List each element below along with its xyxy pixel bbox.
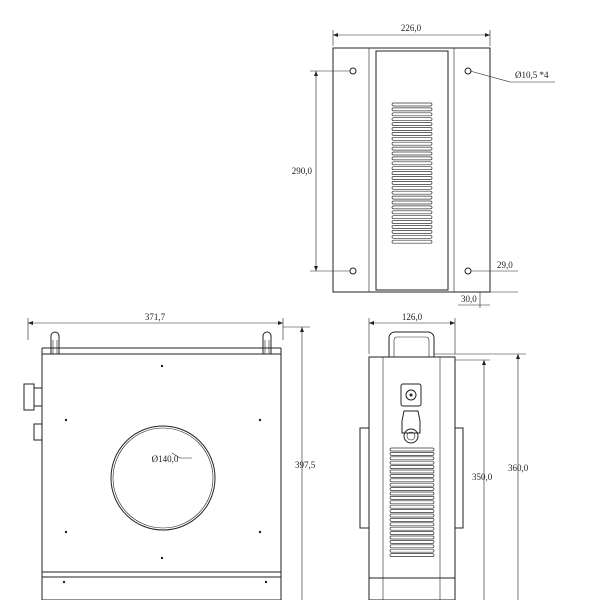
vent-slot bbox=[389, 509, 435, 513]
handle-top bbox=[388, 331, 435, 357]
opening-label: Ø140,0 bbox=[152, 454, 179, 464]
vent-slot bbox=[391, 146, 433, 151]
vent-slot bbox=[391, 181, 433, 185]
vent-slot bbox=[389, 478, 435, 483]
vent-slot bbox=[391, 156, 433, 161]
vent-slot bbox=[389, 456, 435, 461]
vent-slot bbox=[389, 526, 435, 531]
vent-slot bbox=[391, 225, 433, 229]
front-width-label: 371,7 bbox=[145, 312, 166, 322]
vent-slot bbox=[391, 239, 433, 244]
vent-slot bbox=[391, 185, 433, 190]
handle-left bbox=[50, 331, 60, 354]
vent-slot bbox=[391, 205, 433, 210]
vent-slot bbox=[389, 544, 435, 549]
vent-slot bbox=[391, 190, 433, 195]
vent-slot bbox=[391, 215, 433, 220]
side-view: 126,0 350,0 360,0 bbox=[359, 312, 529, 600]
side-width-label: 126,0 bbox=[402, 312, 423, 322]
vent-slot bbox=[389, 535, 435, 540]
cable-gland-icon bbox=[401, 410, 421, 434]
vent-slot bbox=[389, 504, 435, 509]
vent-slot bbox=[391, 220, 433, 224]
vent-slot bbox=[391, 141, 433, 146]
handle-right bbox=[262, 331, 272, 354]
vent-slot bbox=[391, 210, 433, 215]
vent-slot bbox=[391, 132, 433, 136]
mount-hole-icon bbox=[464, 267, 472, 275]
vent-slot bbox=[391, 195, 433, 200]
top-view: 226,0 290,0 Ø10,5 *4 29,0 30,0 bbox=[292, 23, 555, 308]
vent-slot bbox=[389, 522, 435, 527]
top-view-plate bbox=[332, 47, 491, 293]
power-connector-icon bbox=[400, 383, 422, 407]
vent-slot bbox=[389, 487, 435, 491]
vent-slot bbox=[389, 469, 435, 474]
vent-slot bbox=[389, 518, 435, 522]
top-view-housing bbox=[375, 50, 449, 291]
vent-slot bbox=[391, 112, 433, 117]
vent-slot bbox=[389, 482, 435, 487]
front-view: 371,7 Ø140,0 bbox=[23, 312, 316, 600]
vent-slot bbox=[389, 553, 435, 557]
hole-label: Ø10,5 *4 bbox=[515, 70, 549, 80]
vent-slot bbox=[389, 447, 435, 452]
mount-hole-icon bbox=[349, 67, 357, 75]
vent-slot bbox=[391, 117, 433, 122]
vent-slot bbox=[391, 107, 433, 112]
vent-slot bbox=[389, 491, 435, 496]
top-height-label: 290,0 bbox=[292, 166, 313, 176]
vent-slot bbox=[391, 161, 433, 166]
top-width-label: 226,0 bbox=[401, 23, 422, 33]
vent-slot bbox=[391, 176, 433, 180]
side-vent-slots bbox=[389, 447, 435, 557]
vent-slot bbox=[389, 460, 435, 465]
vent-slot bbox=[391, 122, 433, 126]
vent-slot bbox=[391, 200, 433, 205]
vent-slot bbox=[389, 496, 435, 500]
mount-hole-icon bbox=[349, 267, 357, 275]
vent-slot bbox=[391, 102, 433, 107]
vent-slot bbox=[391, 230, 433, 234]
vent-slot bbox=[391, 127, 433, 131]
vent-slot bbox=[389, 540, 435, 544]
vent-slot bbox=[389, 500, 435, 505]
vent-slot bbox=[391, 166, 433, 171]
vent-slot bbox=[391, 171, 433, 175]
vent-slot bbox=[389, 474, 435, 478]
vent-slot bbox=[389, 531, 435, 535]
vent-slot bbox=[391, 151, 433, 156]
edge-label: 29,0 bbox=[497, 260, 513, 270]
fan-opening bbox=[110, 425, 216, 531]
vent-slot bbox=[389, 513, 435, 518]
vent-slot bbox=[389, 452, 435, 456]
vent-slot bbox=[389, 548, 435, 553]
vent-slot bbox=[391, 136, 433, 141]
vent-slot bbox=[391, 234, 433, 239]
connector-icon bbox=[33, 423, 43, 441]
side-inner-height-label: 350,0 bbox=[472, 472, 493, 482]
front-height-label: 397,5 bbox=[295, 460, 316, 470]
connector-icon bbox=[23, 383, 35, 411]
side-outer-height-label: 360,0 bbox=[508, 463, 529, 473]
vent-slot bbox=[389, 465, 435, 469]
top-view-vent-slots bbox=[391, 102, 433, 244]
bottom-label: 30,0 bbox=[461, 294, 477, 304]
